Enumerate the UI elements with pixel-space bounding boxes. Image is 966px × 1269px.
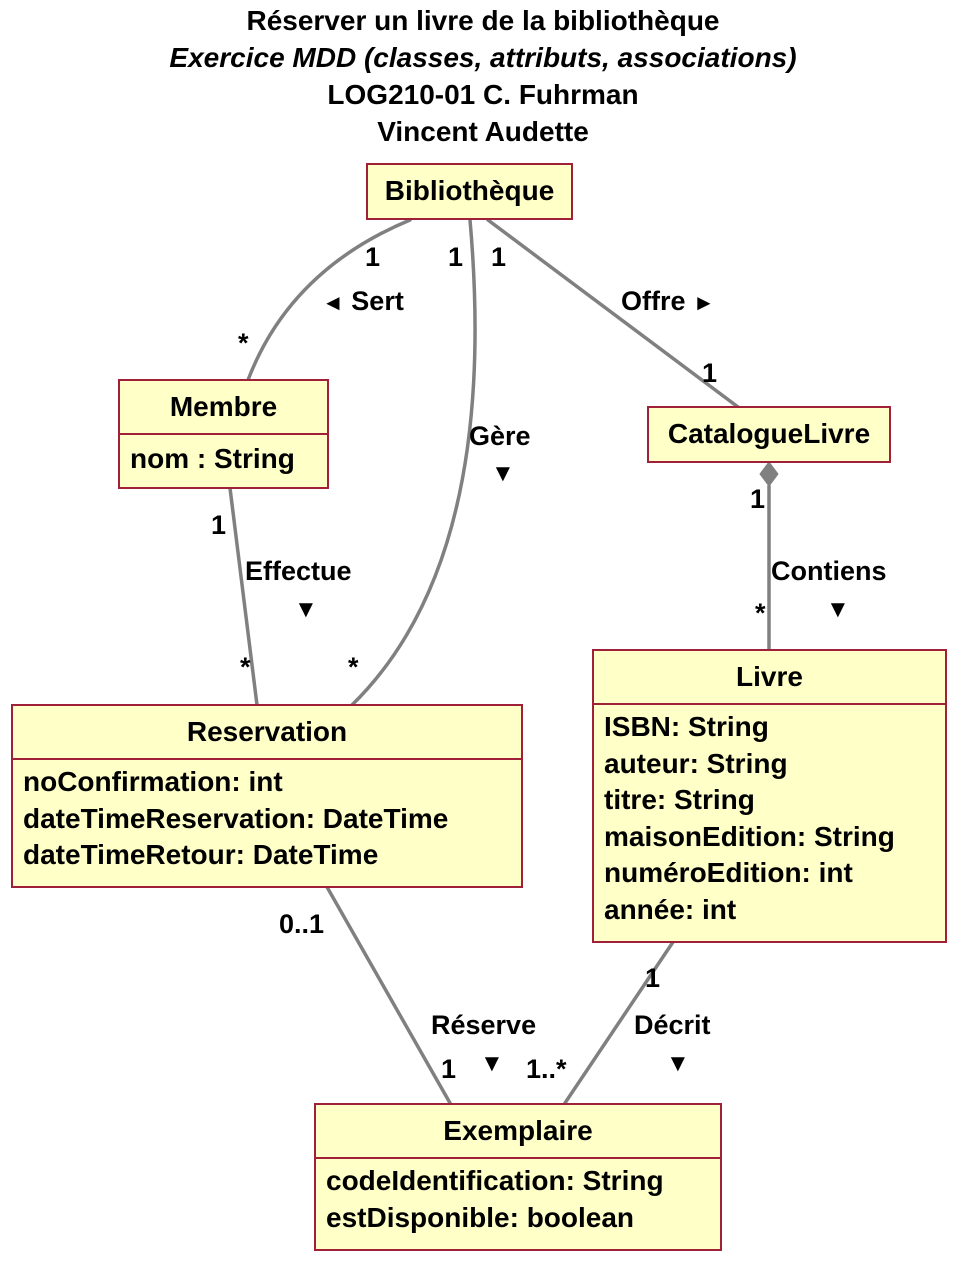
mult-gere-to: * bbox=[348, 652, 359, 682]
assoc-name: Sert bbox=[351, 286, 404, 316]
line-gere bbox=[350, 218, 477, 707]
attribute: nom : String bbox=[130, 443, 295, 474]
attribute: ISBN: String bbox=[604, 711, 769, 742]
label-gere: Gère bbox=[469, 421, 531, 451]
label-reserve: Réserve bbox=[431, 1010, 537, 1040]
label-contiens: Contiens bbox=[771, 556, 887, 586]
direction-down-icon: ▼ bbox=[826, 596, 850, 623]
mult-sert-to: * bbox=[238, 328, 249, 358]
label-sert: ◄ Sert bbox=[322, 286, 404, 318]
mult-reserve-to: 1 bbox=[441, 1054, 457, 1084]
mult-gere-from: 1 bbox=[448, 242, 464, 272]
label-decrit: Décrit bbox=[634, 1010, 711, 1040]
mult-effectue-to: * bbox=[240, 652, 251, 682]
mult-offre-to: 1 bbox=[702, 358, 718, 388]
label-offre: Offre ► bbox=[621, 286, 715, 318]
line-reserve bbox=[325, 885, 452, 1105]
direction-down-icon: ▼ bbox=[294, 596, 318, 623]
direction-down-icon: ▼ bbox=[491, 460, 515, 487]
direction-down-icon: ▼ bbox=[666, 1050, 690, 1077]
assoc-name: Offre bbox=[621, 286, 686, 316]
composition-diamond bbox=[759, 461, 779, 487]
diagram-course: LOG210-01 C. Fuhrman bbox=[327, 79, 639, 110]
class-name: Reservation bbox=[186, 716, 348, 747]
class-name: CatalogueLivre bbox=[667, 418, 871, 449]
diagram-title: Réserver un livre de la bibliothèque bbox=[246, 5, 720, 36]
attribute: noConfirmation: int bbox=[23, 766, 283, 797]
class-name: Exemplaire bbox=[443, 1115, 593, 1146]
attribute: estDisponible: boolean bbox=[326, 1201, 635, 1233]
label-effectue: Effectue bbox=[245, 556, 352, 586]
mult-reserve-from: 0..1 bbox=[279, 909, 325, 939]
class-cataloguelivre[interactable]: CatalogueLivre bbox=[647, 406, 891, 463]
direction-left-icon: ◄ bbox=[322, 290, 344, 315]
mult-effectue-from: 1 bbox=[211, 510, 227, 540]
class-livre[interactable]: Livre ISBN: String auteur: String titre:… bbox=[592, 649, 947, 943]
mult-contiens-to: * bbox=[755, 598, 766, 628]
mult-decrit-from: 1 bbox=[645, 963, 661, 993]
attribute: titre: String bbox=[604, 784, 755, 815]
attribute: dateTimeRetour: DateTime bbox=[23, 839, 379, 870]
mult-offre-from: 1 bbox=[491, 242, 507, 272]
mult-decrit-to: 1..* bbox=[526, 1054, 567, 1084]
mult-contiens-from: 1 bbox=[750, 484, 766, 514]
diagram-author: Vincent Audette bbox=[377, 116, 589, 147]
line-decrit bbox=[563, 940, 675, 1105]
direction-right-icon: ► bbox=[693, 290, 715, 315]
attribute: numéroEdition: int bbox=[604, 857, 853, 888]
attribute: maisonEdition: String bbox=[604, 820, 895, 852]
class-name: Bibliothèque bbox=[384, 175, 555, 206]
attribute: année: int bbox=[604, 893, 737, 925]
class-reservation[interactable]: Reservation noConfirmation: int dateTime… bbox=[11, 704, 523, 888]
attribute: codeIdentification: String bbox=[326, 1165, 664, 1196]
class-exemplaire[interactable]: Exemplaire codeIdentification: String es… bbox=[314, 1103, 722, 1251]
class-membre[interactable]: Membre nom : String bbox=[118, 379, 329, 489]
line-sert bbox=[246, 218, 412, 382]
diagram-subtitle: Exercice MDD (classes, attributs, associ… bbox=[169, 42, 797, 73]
class-bibliotheque[interactable]: Bibliothèque bbox=[366, 163, 573, 220]
class-name: Livre bbox=[736, 661, 803, 692]
line-effectue bbox=[228, 486, 259, 707]
mult-sert-from: 1 bbox=[365, 242, 381, 272]
direction-down-icon: ▼ bbox=[480, 1050, 504, 1077]
attribute: dateTimeReservation: DateTime bbox=[23, 802, 449, 834]
attribute: auteur: String bbox=[604, 747, 788, 779]
class-name: Membre bbox=[169, 391, 278, 422]
line-offre bbox=[486, 218, 740, 409]
